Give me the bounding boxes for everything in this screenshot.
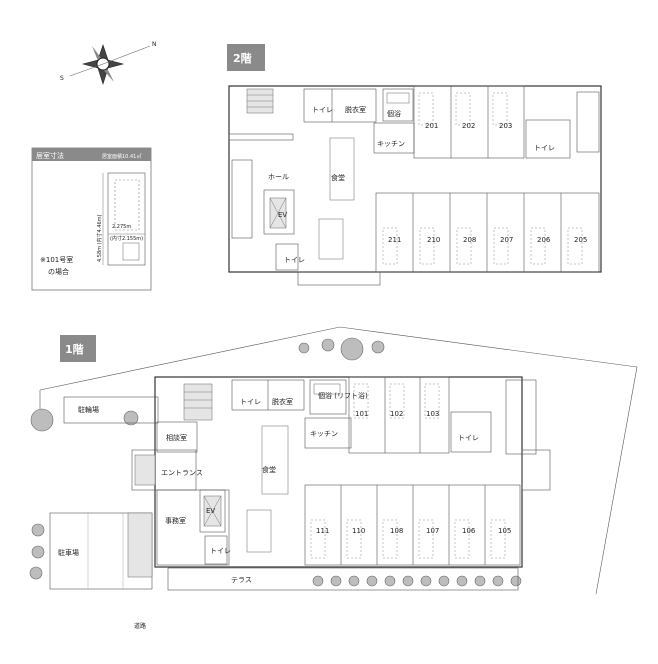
f1-room-106: 106: [462, 527, 476, 535]
f2-hall: ホール: [268, 173, 289, 181]
f1-room-102: 102: [390, 410, 403, 418]
legend-depth: 4.58m (内寸4.46m): [96, 214, 103, 262]
f2-toilet-c: トイレ: [534, 144, 555, 152]
f2-room-203: 203: [499, 122, 512, 130]
f1-parking: 駐車場: [58, 548, 79, 557]
f1-room-111: 111: [316, 527, 329, 535]
f1-room-110: 110: [352, 527, 365, 535]
floor1-badge: [60, 335, 96, 362]
f2-toilet-b: トイレ: [284, 256, 305, 264]
room-size-legend: [31, 147, 152, 291]
f1-bicycle: 駐輪場: [78, 405, 99, 414]
f1-consult: 相談室: [166, 433, 187, 442]
f1-road: 道路: [134, 622, 146, 630]
f2-room-206: 206: [537, 236, 551, 244]
f1-office: 事務室: [165, 516, 186, 525]
f2-room-205: 205: [574, 236, 587, 244]
f2-room-201: 201: [425, 122, 438, 130]
f1-kitchen: キッチン: [310, 430, 338, 438]
f2-bath: 個浴: [387, 109, 401, 118]
f2-ev: EV: [278, 211, 287, 219]
legend-width-inner: (内寸2.155m): [110, 235, 143, 242]
f1-terrace: テラス: [231, 576, 252, 584]
floor1-plan: [131, 376, 551, 568]
floor1-badge-label: 1階: [65, 342, 84, 356]
f1-dressing: 脱衣室: [272, 397, 293, 406]
legend-width: 2.275m: [112, 224, 131, 230]
f1-room-107: 107: [426, 527, 439, 535]
f1-room-103: 103: [426, 410, 439, 418]
f1-toilet-b: トイレ: [210, 547, 231, 555]
legend-title: 居室寸法: [36, 151, 64, 160]
f1-entrance: エントランス: [161, 469, 203, 477]
compass-icon: [69, 44, 151, 86]
f2-kitchen: キッチン: [377, 140, 405, 148]
legend-note-line2: の場合: [48, 267, 69, 276]
floor2-plan: [228, 85, 602, 286]
f2-dining: 食堂: [331, 173, 345, 182]
f1-toilet-c: トイレ: [458, 434, 479, 442]
floor2-badge-label: 2階: [233, 51, 252, 65]
f1-room-101: 101: [355, 410, 368, 418]
f2-toilet-a: トイレ: [312, 106, 333, 114]
compass-north-label: N: [152, 41, 157, 48]
f2-room-202: 202: [462, 122, 475, 130]
f2-dressing: 脱衣室: [345, 105, 366, 114]
f1-toilet-a: トイレ: [240, 398, 261, 406]
f1-bath: 個浴 (リフト浴): [318, 391, 368, 400]
compass-south-label: S: [60, 75, 64, 82]
f2-room-207: 207: [500, 236, 513, 244]
floor2-badge: [227, 44, 265, 71]
f1-dining: 食堂: [262, 465, 276, 474]
f2-room-210: 210: [427, 236, 440, 244]
f2-room-211: 211: [388, 236, 401, 244]
f2-room-208: 208: [463, 236, 476, 244]
legend-note-line1: ※101号室: [40, 255, 73, 264]
f1-room-108: 108: [390, 527, 403, 535]
f1-ev: EV: [206, 507, 215, 515]
legend-area: 居室面積10.41㎡: [102, 153, 141, 160]
floor1-site: [29, 326, 638, 595]
f1-room-105: 105: [498, 527, 511, 535]
